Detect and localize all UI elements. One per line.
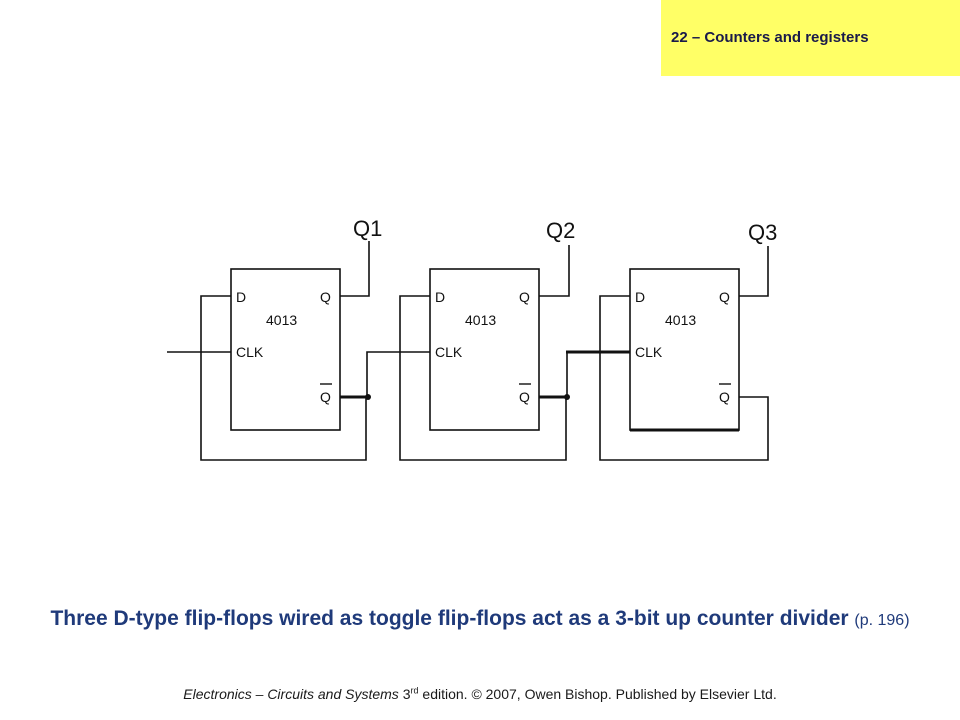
q1-output-wire bbox=[340, 241, 370, 297]
ff1-qbar-label: Q bbox=[320, 389, 331, 405]
junction-dot-1 bbox=[365, 394, 371, 400]
ff2-clk-label: CLK bbox=[435, 344, 463, 360]
footer-edition-sup: rd bbox=[410, 685, 419, 696]
footer-edition-num: 3 bbox=[402, 686, 411, 702]
ff3-clk-label: CLK bbox=[635, 344, 663, 360]
output-label-q3: Q3 bbox=[748, 220, 777, 245]
ff2-q-label: Q bbox=[519, 289, 530, 305]
output-label-q1: Q1 bbox=[353, 216, 382, 241]
footer-rest: edition. © 2007, Owen Bishop. Published … bbox=[422, 686, 777, 702]
ff2-qbar-label: Q bbox=[519, 389, 530, 405]
q2-output-wire bbox=[539, 245, 570, 297]
ff1-chip-label: 4013 bbox=[266, 312, 297, 328]
junction-dot-2 bbox=[564, 394, 570, 400]
ff3-d-label: D bbox=[635, 289, 645, 305]
ff3-qbar-label: Q bbox=[719, 389, 730, 405]
ff3-chip-label: 4013 bbox=[665, 312, 696, 328]
ff1-q-label: Q bbox=[320, 289, 331, 305]
footer-citation: Electronics – Circuits and Systems 3rd e… bbox=[0, 686, 960, 702]
q3-output-wire bbox=[739, 246, 769, 297]
ff2-d-label: D bbox=[435, 289, 445, 305]
chapter-header: 22 – Counters and registers bbox=[661, 0, 960, 76]
footer-book-title: Electronics – Circuits and Systems bbox=[183, 686, 399, 702]
caption-text: Three D-type flip-flops wired as toggle … bbox=[50, 607, 849, 630]
ff3-clock-wire bbox=[566, 351, 630, 397]
ff3-feedback-wire bbox=[599, 295, 769, 461]
ff2-clock-wire bbox=[366, 351, 430, 397]
ff1-feedback-wire bbox=[200, 295, 367, 461]
ff2-feedback-wire bbox=[399, 295, 567, 461]
ff3-q-label: Q bbox=[719, 289, 730, 305]
figure-caption: Three D-type flip-flops wired as toggle … bbox=[40, 604, 920, 636]
chapter-title: 22 – Counters and registers bbox=[671, 29, 869, 46]
caption-page-ref: (p. 196) bbox=[854, 612, 910, 629]
flip-flop-1-box bbox=[230, 268, 341, 431]
ff1-d-label: D bbox=[236, 289, 246, 305]
ff2-chip-label: 4013 bbox=[465, 312, 496, 328]
output-label-q2: Q2 bbox=[546, 218, 575, 243]
ff1-clk-label: CLK bbox=[236, 344, 264, 360]
flip-flop-2-box bbox=[429, 268, 540, 431]
